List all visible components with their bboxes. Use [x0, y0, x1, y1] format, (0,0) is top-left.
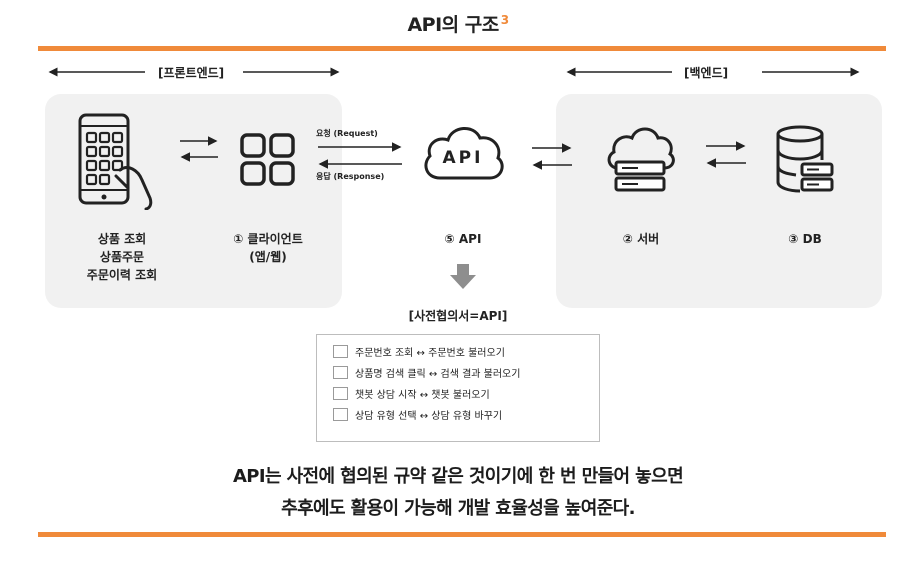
checkbox-icon[interactable]: [333, 408, 348, 421]
agreement-item-text: 상품명 검색 클릭 ↔ 검색 결과 불러오기: [355, 369, 521, 380]
grid-four-icon: [240, 133, 295, 186]
db-caption: ③ DB: [788, 232, 822, 246]
client-caption-line: ① 클라이언트: [233, 232, 303, 246]
title-text: API의 구조: [407, 14, 499, 36]
phone-caption-line: 상품 조회: [97, 232, 147, 246]
frontend-label: [프론트엔드]: [152, 64, 231, 81]
title-reference: 3: [500, 12, 509, 27]
cloud-api-text: API: [442, 148, 484, 168]
phone-caption-line: 주문이력 조회: [86, 268, 158, 282]
database-icon: [776, 125, 834, 193]
agreement-item: 챗봇 상담 시작 ↔ 챗봇 불러오기: [317, 383, 599, 404]
response-label: 응답 (Response): [316, 172, 385, 181]
cloud-server-icon: [607, 127, 675, 192]
bottom-divider: [38, 532, 886, 537]
agreement-label: [사전협의서=API]: [408, 309, 508, 323]
request-response-arrows: [318, 142, 402, 169]
phone-client-arrows: [180, 136, 218, 162]
down-arrow-icon: [450, 264, 476, 289]
phone-caption: 상품 조회 상품주문 주문이력 조회: [70, 230, 174, 284]
section-arrows: [48, 67, 860, 77]
backend-panel: [556, 94, 882, 308]
agreement-item-text: 챗봇 상담 시작 ↔ 챗봇 불러오기: [355, 390, 490, 401]
top-divider: [38, 46, 886, 51]
server-caption: ② 서버: [622, 232, 660, 246]
agreement-box: 주문번호 조회 ↔ 주문번호 불러오기 상품명 검색 클릭 ↔ 검색 결과 불러…: [316, 334, 600, 442]
agreement-item: 상담 유형 선택 ↔ 상담 유형 바꾸기: [317, 404, 599, 425]
agreement-item: 주문번호 조회 ↔ 주문번호 불러오기: [317, 341, 599, 362]
request-label: 요청 (Request): [316, 129, 378, 138]
agreement-item-text: 상담 유형 선택 ↔ 상담 유형 바꾸기: [355, 411, 503, 422]
backend-label: [백엔드]: [678, 64, 735, 81]
api-caption: ⑤ API: [444, 232, 482, 246]
client-caption: ① 클라이언트 (앱/웹): [208, 230, 328, 266]
phone-caption-line: 상품주문: [99, 250, 145, 264]
agreement-item: 상품명 검색 클릭 ↔ 검색 결과 불러오기: [317, 362, 599, 383]
checkbox-icon[interactable]: [333, 345, 348, 358]
phone-hand-icon: [78, 113, 153, 210]
cloud-api-icon: [424, 127, 504, 180]
checkbox-icon[interactable]: [333, 387, 348, 400]
agreement-item-text: 주문번호 조회 ↔ 주문번호 불러오기: [355, 348, 505, 359]
api-server-arrows: [532, 143, 572, 170]
frontend-panel: [45, 94, 342, 308]
conclusion-line: 추후에도 활용이 가능해 개발 효율성을 높여준다.: [281, 498, 635, 519]
client-caption-line: (앱/웹): [249, 250, 287, 264]
conclusion-line: API는 사전에 협의된 규약 같은 것이기에 한 번 만들어 놓으면: [232, 466, 684, 487]
server-db-arrows: [706, 141, 746, 168]
checkbox-icon[interactable]: [333, 366, 348, 379]
